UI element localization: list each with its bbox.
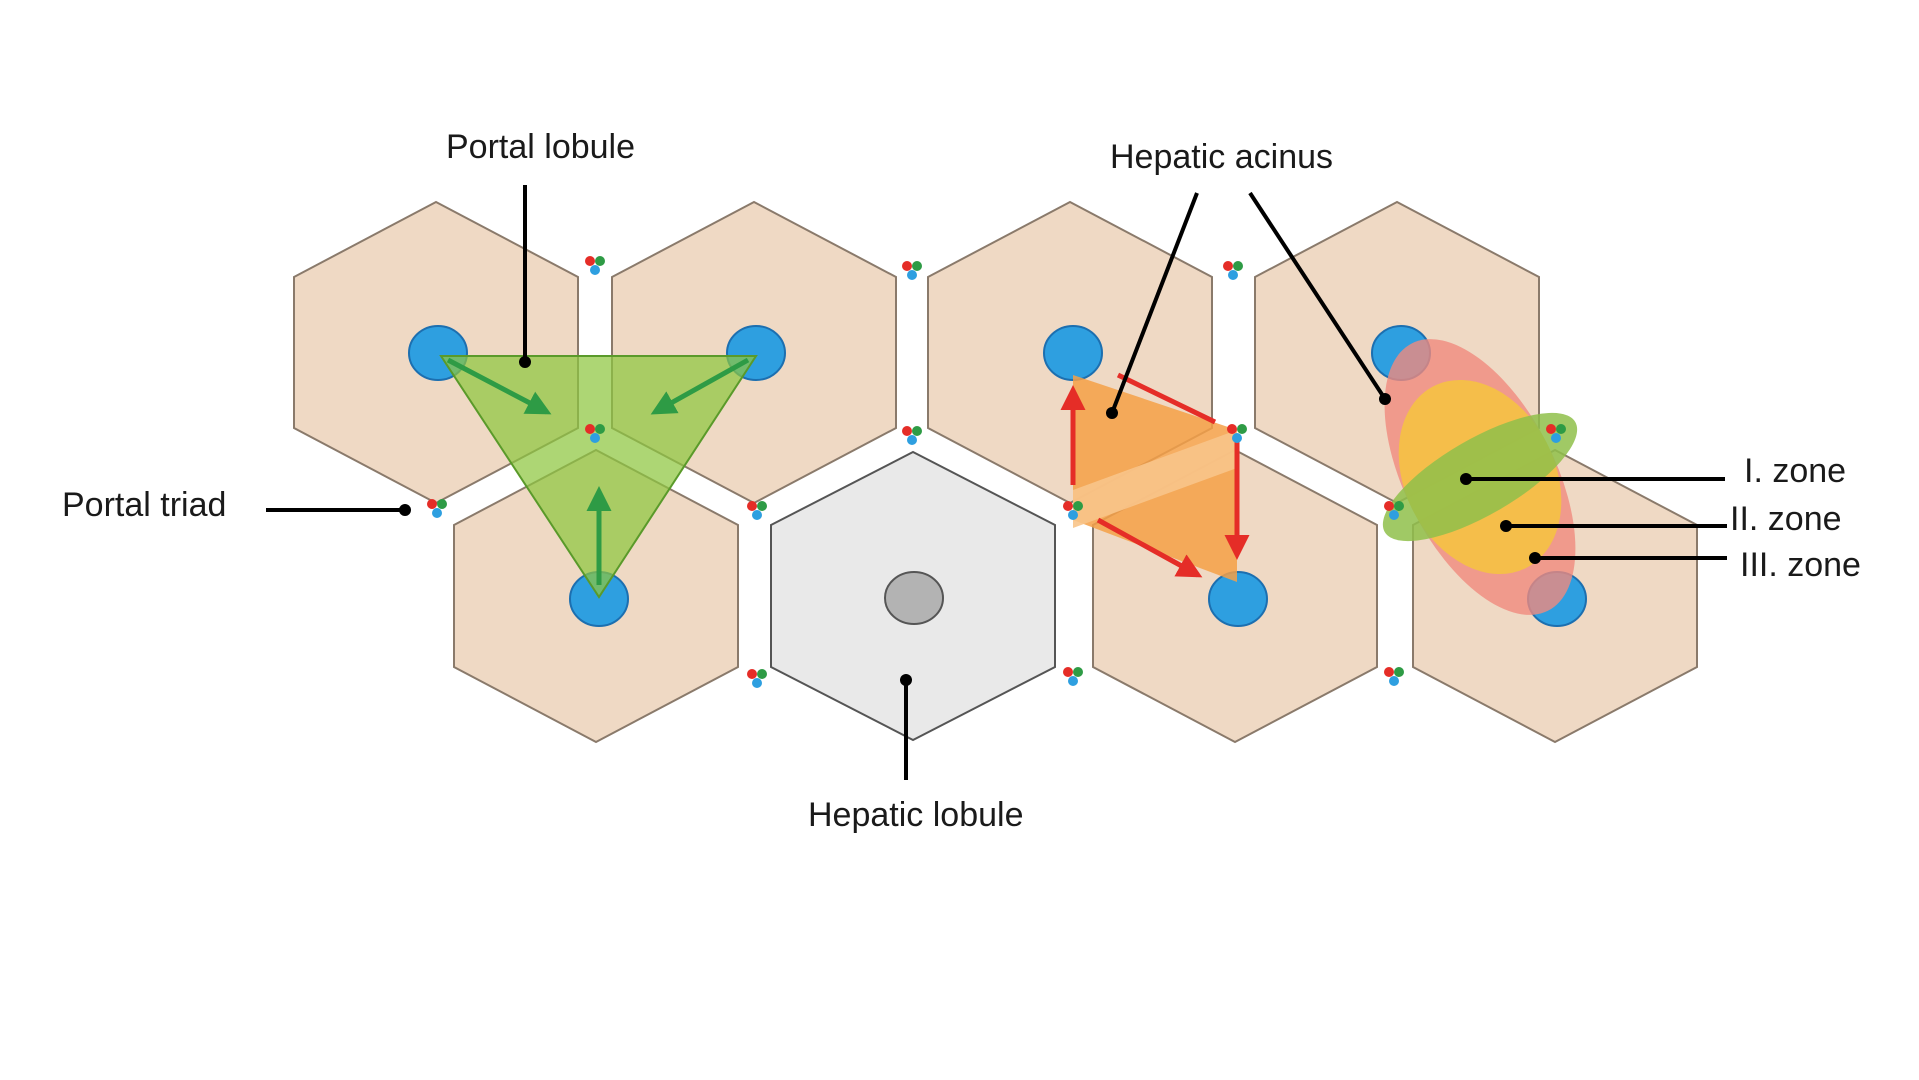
hepatic-acinus-leader-2-dot (1379, 393, 1391, 405)
hepatic-acinus-leader-2 (1248, 191, 1387, 401)
portal-lobule-arrow (446, 357, 552, 415)
portal-triad-leader-dot (399, 504, 411, 516)
acinus-arrow (1096, 517, 1203, 578)
hepatic-acinus-leader-1-dot (1106, 407, 1118, 419)
zone-2-label: II. zone (1730, 500, 1842, 538)
portal-triad-icon (902, 426, 922, 445)
portal-lobule-arrow (650, 357, 750, 415)
hepatic-acinus-leader-1 (1110, 192, 1199, 414)
hepatic-lobule-label: Hepatic lobule (808, 796, 1023, 834)
hepatic-acinus-band (1073, 430, 1237, 528)
hepatic-lobule-central-vein (884, 571, 944, 625)
portal-triad-label: Portal triad (62, 486, 226, 524)
portal-lobule-label: Portal lobule (446, 128, 635, 166)
portal-triad-icon (747, 501, 767, 520)
zone-3-label: III. zone (1740, 546, 1861, 584)
portal-lobule-triangle (439, 355, 758, 599)
zone-2-leader-dot (1500, 520, 1512, 532)
portal-triad-icon (1223, 261, 1243, 280)
zone-1-label: I. zone (1744, 452, 1846, 490)
portal-triad-icon (902, 261, 922, 280)
central-vein (1043, 325, 1103, 381)
portal-triad-icon (747, 669, 767, 688)
hepatic-acinus-label: Hepatic acinus (1110, 138, 1333, 176)
portal-triad-icon (1063, 667, 1083, 686)
zone-1-leader-dot (1460, 473, 1472, 485)
hepatic-lobule-leader-dot (900, 674, 912, 686)
portal-triad-icon (585, 256, 605, 275)
central-vein (1208, 571, 1268, 627)
acinus-arrow (1116, 372, 1217, 425)
portal-lobule-leader-dot (519, 356, 531, 368)
portal-triad-icon (1384, 667, 1404, 686)
zone-3-leader-dot (1529, 552, 1541, 564)
